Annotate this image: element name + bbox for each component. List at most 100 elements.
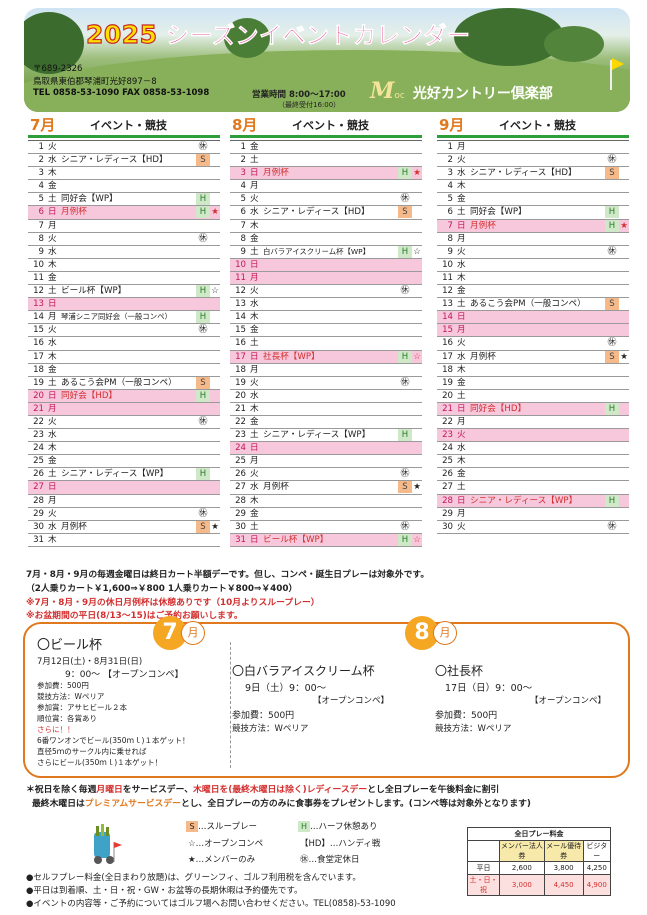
open-star-icon: ☆: [188, 839, 196, 849]
mark-cell: [605, 390, 619, 402]
weekday: 木: [48, 168, 57, 179]
day-number: 1: [38, 142, 44, 152]
event-name: あるこう会PM（一般コンペ）: [61, 377, 177, 388]
weekday: 火: [457, 155, 466, 166]
restaurant-closed-icon: ㊡: [607, 521, 617, 532]
open-star-icon: ☆: [413, 246, 421, 257]
event-name: 月例杯: [263, 482, 289, 493]
event-name: シニア・レディース【HD】: [61, 155, 168, 166]
day-number: 20: [442, 390, 453, 401]
president-cup-type: 【オープンコンペ】: [530, 696, 606, 706]
fee-cell: 3,000: [499, 874, 545, 896]
weekday: 木: [457, 181, 466, 192]
weekday: 水: [457, 168, 466, 179]
day-number: 23: [442, 430, 453, 441]
mark-cell: [605, 193, 619, 205]
weekday: 月: [457, 142, 466, 152]
weekday: 月: [457, 416, 466, 427]
header-banner: [24, 8, 630, 112]
weekday: 火: [250, 194, 259, 205]
weekday: 木: [48, 259, 57, 270]
note-cart-discount: 7月・8月・9月の毎週金曜日は終日カート半額デーです。但し、コンペ・誕生日プレー…: [26, 570, 430, 580]
weekday: 木: [48, 351, 57, 362]
weekday: 土: [250, 246, 259, 257]
mark-cell: [398, 508, 412, 520]
weekday: 木: [250, 220, 259, 231]
event-name: シニア・レディース【WP】: [470, 495, 578, 506]
weekday: 日: [48, 390, 57, 401]
weekday: 火: [48, 508, 57, 519]
beer-cup-bonus3: さらにビール(350ｍｌ)１本ゲット！: [37, 758, 163, 767]
mark-cell: [196, 364, 210, 376]
event-name: 月例杯: [263, 168, 289, 179]
bottom-note: ●セルフプレー料金(全日まわり放題)は、グリーンフィ、ゴルフ利用税を含んでいます…: [26, 873, 361, 883]
promo-ladies: 木曜日を(最終木曜日は除く)レディースデー: [193, 785, 368, 795]
note-cart-prices: （2人乗りカート￥1,600⇒￥800 1人乗りカート￥800⇒￥400）: [26, 583, 298, 594]
mark-cell: [605, 481, 619, 493]
restaurant-closed-icon: ㊡: [400, 521, 410, 532]
mark-cell: [196, 272, 210, 284]
president-cup-method: 競技方法：Wペリア: [435, 724, 512, 734]
weekday: 火: [48, 233, 57, 244]
promo-monday: 月曜日: [96, 785, 123, 795]
open-star-icon: ☆: [413, 534, 421, 545]
mark-cell: [605, 285, 619, 297]
half-break-mark: H: [196, 468, 210, 481]
event-name: シニア・レディース【HD】: [470, 168, 577, 179]
legend-open-compe: ☆…オープンコンペ: [188, 837, 263, 849]
business-hours: 営業時間 8:00～17:00: [252, 90, 346, 100]
mark-cell: [196, 180, 210, 192]
mark-cell: [196, 495, 210, 507]
mark-cell: [605, 429, 619, 441]
mark-cell: [398, 324, 412, 336]
weekday: 火: [457, 521, 466, 532]
half-break-mark: H: [398, 350, 412, 363]
beer-cup-fee: 参加費：500円: [37, 681, 89, 690]
day-number: 23: [33, 430, 44, 441]
icecream-cup-title: 〇白バラアイスクリーム杯: [232, 664, 375, 678]
day-number: 20: [235, 390, 246, 401]
weekday: 金: [48, 456, 57, 467]
month-suffix: 月: [433, 621, 457, 645]
day-number: 14: [235, 312, 246, 323]
day-number: 4: [447, 181, 453, 192]
legend-restaurant-closed: ㊡…食堂定休日: [300, 853, 360, 865]
day-number: 6: [38, 207, 44, 218]
mark-cell: [196, 220, 210, 232]
event-name: あるこう会PM（一般コンペ）: [470, 299, 586, 310]
restaurant-closed-icon: ㊡: [400, 194, 410, 205]
through-play-mark: S: [196, 376, 210, 389]
day-number: 1: [447, 142, 453, 152]
restaurant-closed-icon: ㊡: [198, 325, 208, 336]
legend-label: …スループレー: [198, 822, 257, 832]
day-number: 29: [442, 508, 453, 519]
fee-cell: 4,250: [582, 861, 612, 875]
event-name: シニア・レディース【WP】: [263, 430, 371, 441]
day-number: 22: [235, 416, 246, 427]
day-number: 2: [38, 155, 44, 166]
